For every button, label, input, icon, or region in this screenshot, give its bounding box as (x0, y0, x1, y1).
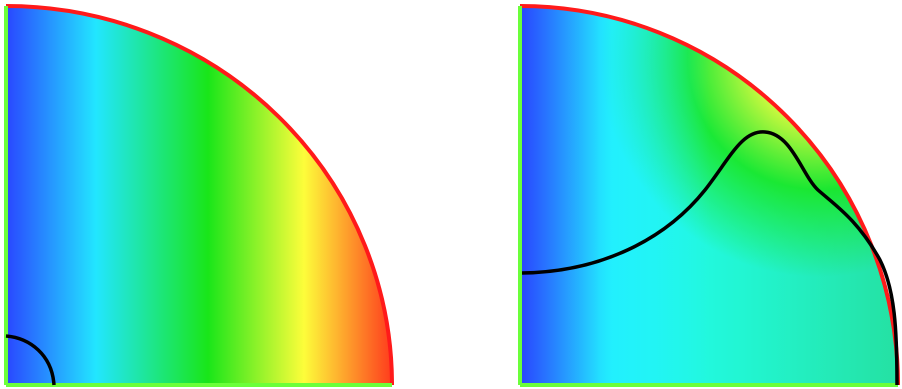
left-arc-boundary (5, 4, 394, 386)
left-quarter-disc (4, 4, 394, 387)
left-contour-line (5, 334, 56, 386)
right-quarter-disc (518, 4, 900, 387)
right-arc-boundary (519, 4, 900, 386)
right-contour-line (521, 130, 899, 386)
